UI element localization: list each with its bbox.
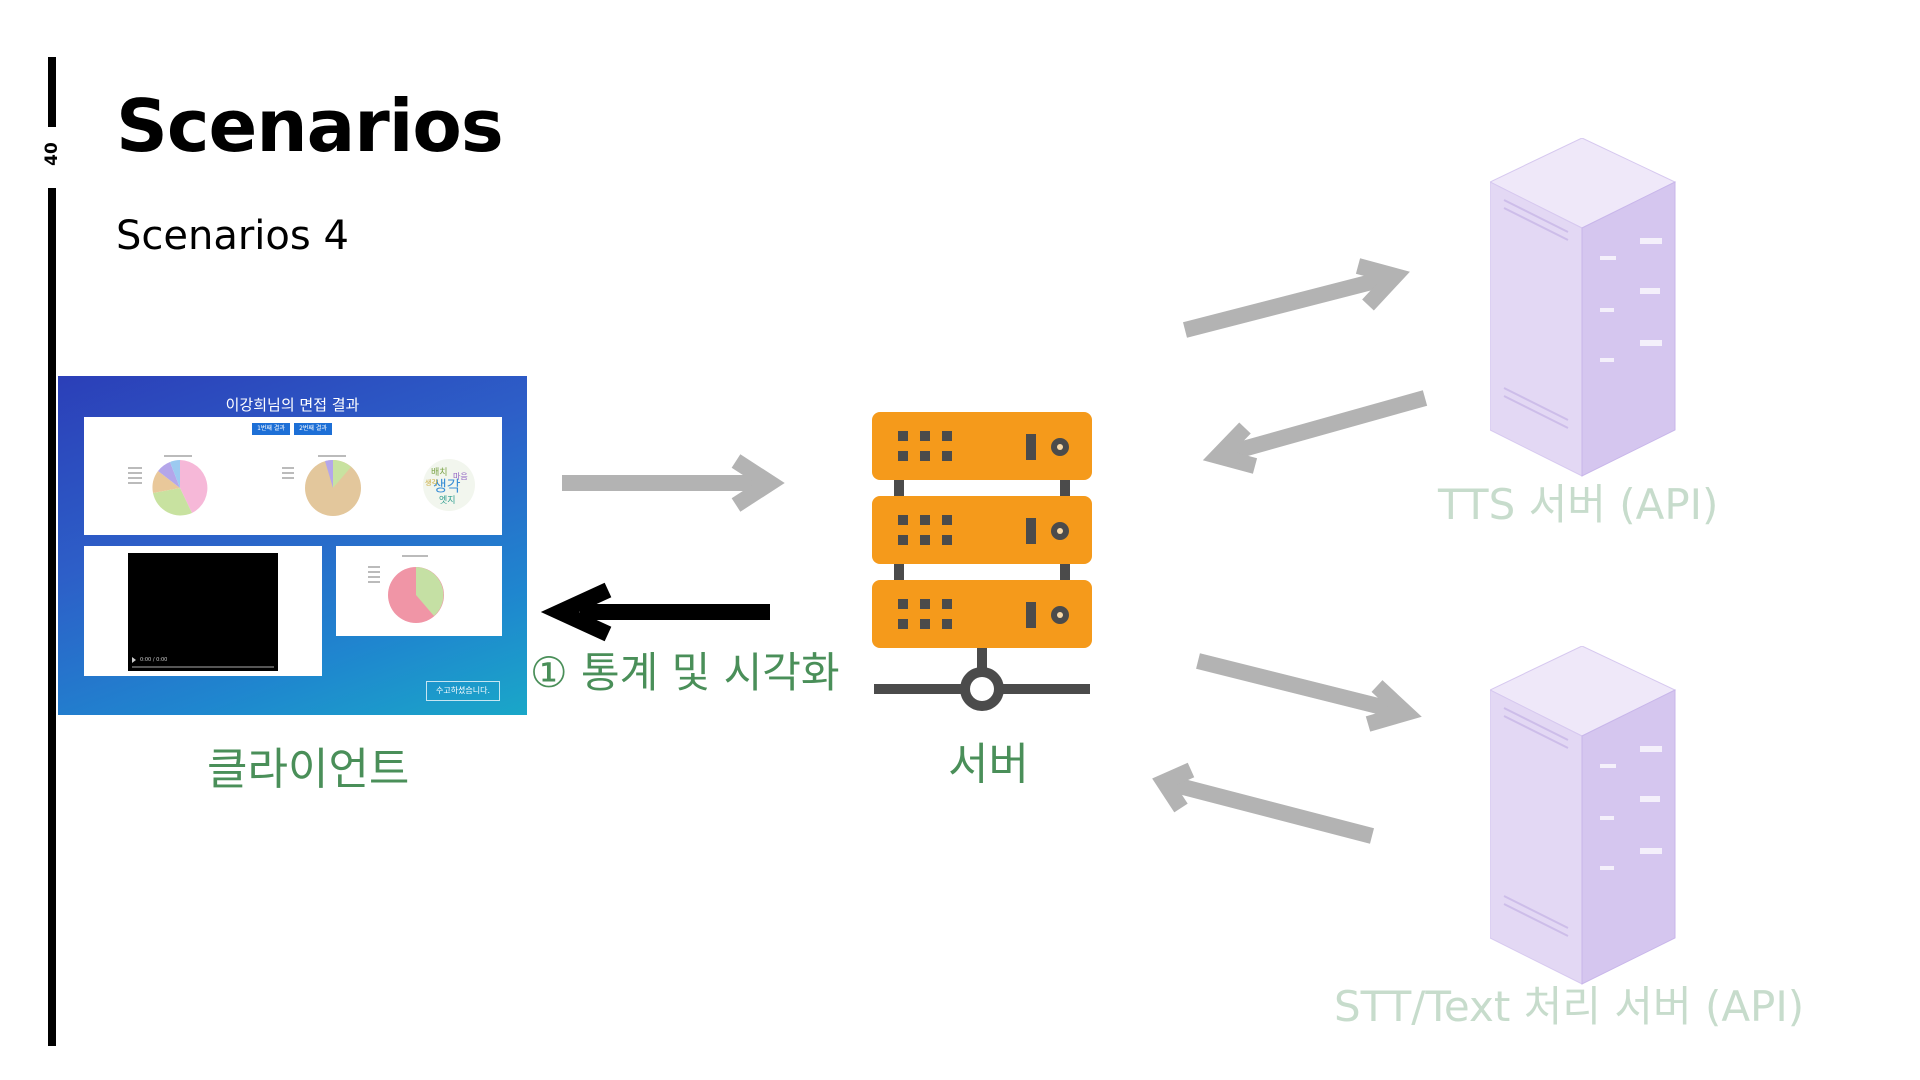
word-cloud-word: 마음 [453, 472, 468, 481]
video-time: 0:00 / 0:00 [140, 657, 168, 663]
server-label: 서버 [948, 739, 1029, 790]
video-player[interactable]: 0:00 / 0:00 [128, 553, 278, 671]
play-icon[interactable] [132, 657, 136, 663]
server-to-stt-arrow [1196, 653, 1422, 732]
tts-to-server-arrow [1202, 390, 1428, 474]
client-screenshot: 이강희님의 면접 결과 1번째 결과 2번째 결과 생각 [58, 376, 527, 715]
slide-title: Scenarios [116, 84, 504, 168]
client-screen-title: 이강희님의 면접 결과 [225, 396, 360, 414]
stt-to-server-arrow [1152, 762, 1375, 844]
stt-server-label: STT/Text 처리 서버 (API) [1334, 982, 1805, 1031]
finish-button[interactable]: 수고하셨습니다. [426, 681, 500, 701]
left-rule-top [48, 57, 56, 127]
emotion-pie-panel [336, 546, 502, 636]
step-label: ① 통계 및 시각화 [530, 648, 840, 697]
client-to-server-arrow [562, 454, 785, 512]
server-icon [872, 412, 1092, 711]
word-cloud-word: 생각 [425, 478, 438, 487]
video-progress[interactable] [132, 666, 274, 668]
result-chart-panel: 1번째 결과 2번째 결과 생각 배치 마음 [84, 417, 502, 535]
tts-server-label: TTS 서버 (API) [1438, 480, 1719, 529]
server-to-tts-arrow [1183, 258, 1410, 338]
word-cloud-word: 배치 [431, 466, 448, 478]
stt-rack-icon [1490, 646, 1677, 985]
tts-rack-icon [1490, 138, 1677, 477]
result-tab-1[interactable]: 1번째 결과 [252, 423, 290, 435]
video-panel: 0:00 / 0:00 [84, 546, 322, 676]
left-rule-bottom [48, 188, 56, 1046]
server-to-client-arrow [540, 582, 770, 642]
word-cloud: 생각 배치 마음 엣지 생각 [423, 459, 475, 511]
client-label: 클라이언트 [207, 744, 410, 795]
slide-subtitle: Scenarios 4 [116, 213, 349, 259]
word-cloud-word: 생각 [433, 477, 461, 495]
result-tab-2[interactable]: 2번째 결과 [294, 423, 332, 435]
word-cloud-word: 엣지 [439, 495, 456, 506]
emotion-pie-chart [368, 555, 444, 623]
result-pie-charts [128, 455, 361, 516]
